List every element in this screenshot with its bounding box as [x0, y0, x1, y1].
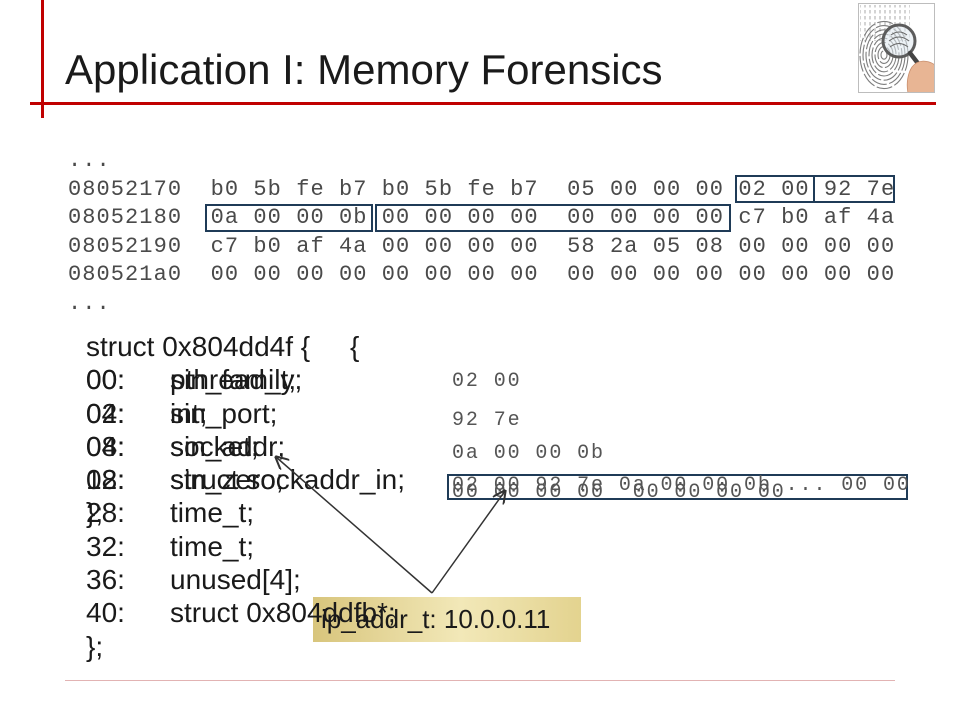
overlay-field-name: sin_family; — [170, 364, 303, 396]
highlight-box-sin-addr — [205, 204, 373, 232]
overlay-field-offset: 02: — [86, 397, 125, 429]
field-type: socket; — [170, 430, 259, 462]
overlay-field-name: sin_port; — [170, 397, 278, 429]
magnifying-glass — [881, 23, 923, 69]
hexdump-line: 08052180 0a 00 00 0b 00 00 00 00 00 00 0… — [68, 205, 896, 231]
overlay-field-offset: 00: — [86, 364, 125, 396]
overlay-field-offset: 08: — [86, 464, 125, 496]
overlay-field: 08: sin_zero; — [86, 463, 566, 496]
struct-field: 04: int; — [86, 397, 566, 430]
struct-field: 28: time_t; — [86, 496, 566, 529]
footer-rule — [65, 680, 895, 681]
struct-field: 32: time_t; — [86, 530, 566, 563]
struct-sockaddr-overlay: { 00: sin_family; 02: sin_port; 04: sin_… — [86, 330, 566, 530]
overlay-field: 02: sin_port; — [86, 397, 566, 430]
struct-header: struct 0x804dd4f { — [86, 331, 311, 362]
struct-field: 40: struct 0x804ddfb*; — [86, 596, 566, 629]
field-type: pthread_t; — [170, 364, 297, 396]
field-offset: 08: — [86, 430, 125, 462]
field-offset: 40: — [86, 597, 125, 629]
fingerprint-magnifier-icon — [858, 3, 935, 93]
overlay-field-name: sin_addr; — [170, 430, 286, 462]
hexdump-ellipsis: ... — [68, 290, 111, 316]
hexdump-line: 080521a0 00 00 00 00 00 00 00 00 00 00 0… — [68, 262, 896, 288]
overlay-footer-line: }; — [86, 496, 566, 529]
field-offset: 12: — [86, 464, 125, 496]
struct-footer-line: }; — [86, 630, 566, 663]
field-type: time_t; — [170, 497, 255, 529]
overlay-header: { — [350, 331, 360, 362]
field-offset: 00: — [86, 364, 125, 396]
hand — [906, 60, 934, 92]
overlay-field: 00: sin_family; — [86, 363, 566, 396]
field-offset: 32: — [86, 530, 125, 562]
highlight-box-sin-family — [735, 175, 815, 203]
struct-footer: }; — [86, 630, 104, 662]
ip-addr-callout-label: ip_addr_t: 10.0.0.11 — [321, 604, 551, 634]
overlay-field-name: sin_zero; — [170, 464, 284, 496]
struct-header-line: struct 0x804dd4f { — [86, 330, 566, 363]
field-offset: 04: — [86, 397, 125, 429]
highlight-box-sin-port — [813, 175, 895, 203]
bytes-sockaddr-in: 02 00 92 7e 0a 00 00 0b ... 00 00 — [452, 474, 911, 497]
highlight-box-sin-zero — [375, 204, 731, 232]
struct-field: 00: pthread_t; — [86, 363, 566, 396]
highlight-box-sockaddr-in — [447, 474, 908, 500]
bytes-sin-family: 02 00 — [452, 370, 522, 393]
bytes-sin-port: 92 7e — [452, 409, 522, 432]
bytes-sin-zero: 00 00 00 00 00 00 00 00 — [452, 481, 786, 504]
hexdump-line: 08052190 c7 b0 af 4a 00 00 00 00 58 2a 0… — [68, 233, 896, 259]
overlay-header-line: { — [86, 330, 566, 363]
overlay-field: 04: sin_addr; — [86, 430, 566, 463]
bytes-sin-addr: 0a 00 00 0b — [452, 442, 605, 465]
hexdump: ... 08052170 b0 5b fe b7 b0 5b fe b7 05 … — [68, 147, 895, 319]
accent-rule-vertical — [41, 0, 44, 118]
field-type: int; — [170, 397, 208, 429]
struct-field: 36: unused[4]; — [86, 563, 566, 596]
slide-title: Application I: Memory Forensics — [65, 46, 663, 93]
field-type: struct 0x804ddfb*; — [170, 597, 396, 629]
ip-addr-callout: ip_addr_t: 10.0.0.11 — [313, 597, 581, 642]
overlay-footer: }; — [86, 497, 104, 529]
struct-field: 08: socket; — [86, 430, 566, 463]
field-offset: 28: — [86, 497, 125, 529]
field-type: time_t; — [170, 530, 255, 562]
overlay-field-offset: 04: — [86, 430, 125, 462]
accent-rule-horizontal — [30, 102, 936, 105]
hexdump-line: 08052170 b0 5b fe b7 b0 5b fe b7 05 00 0… — [68, 176, 896, 202]
field-type: unused[4]; — [170, 564, 301, 596]
field-offset: 36: — [86, 564, 125, 596]
struct-outer: struct 0x804dd4f { 00: pthread_t; 04: in… — [86, 330, 566, 663]
hexdump-ellipsis: ... — [68, 148, 111, 173]
